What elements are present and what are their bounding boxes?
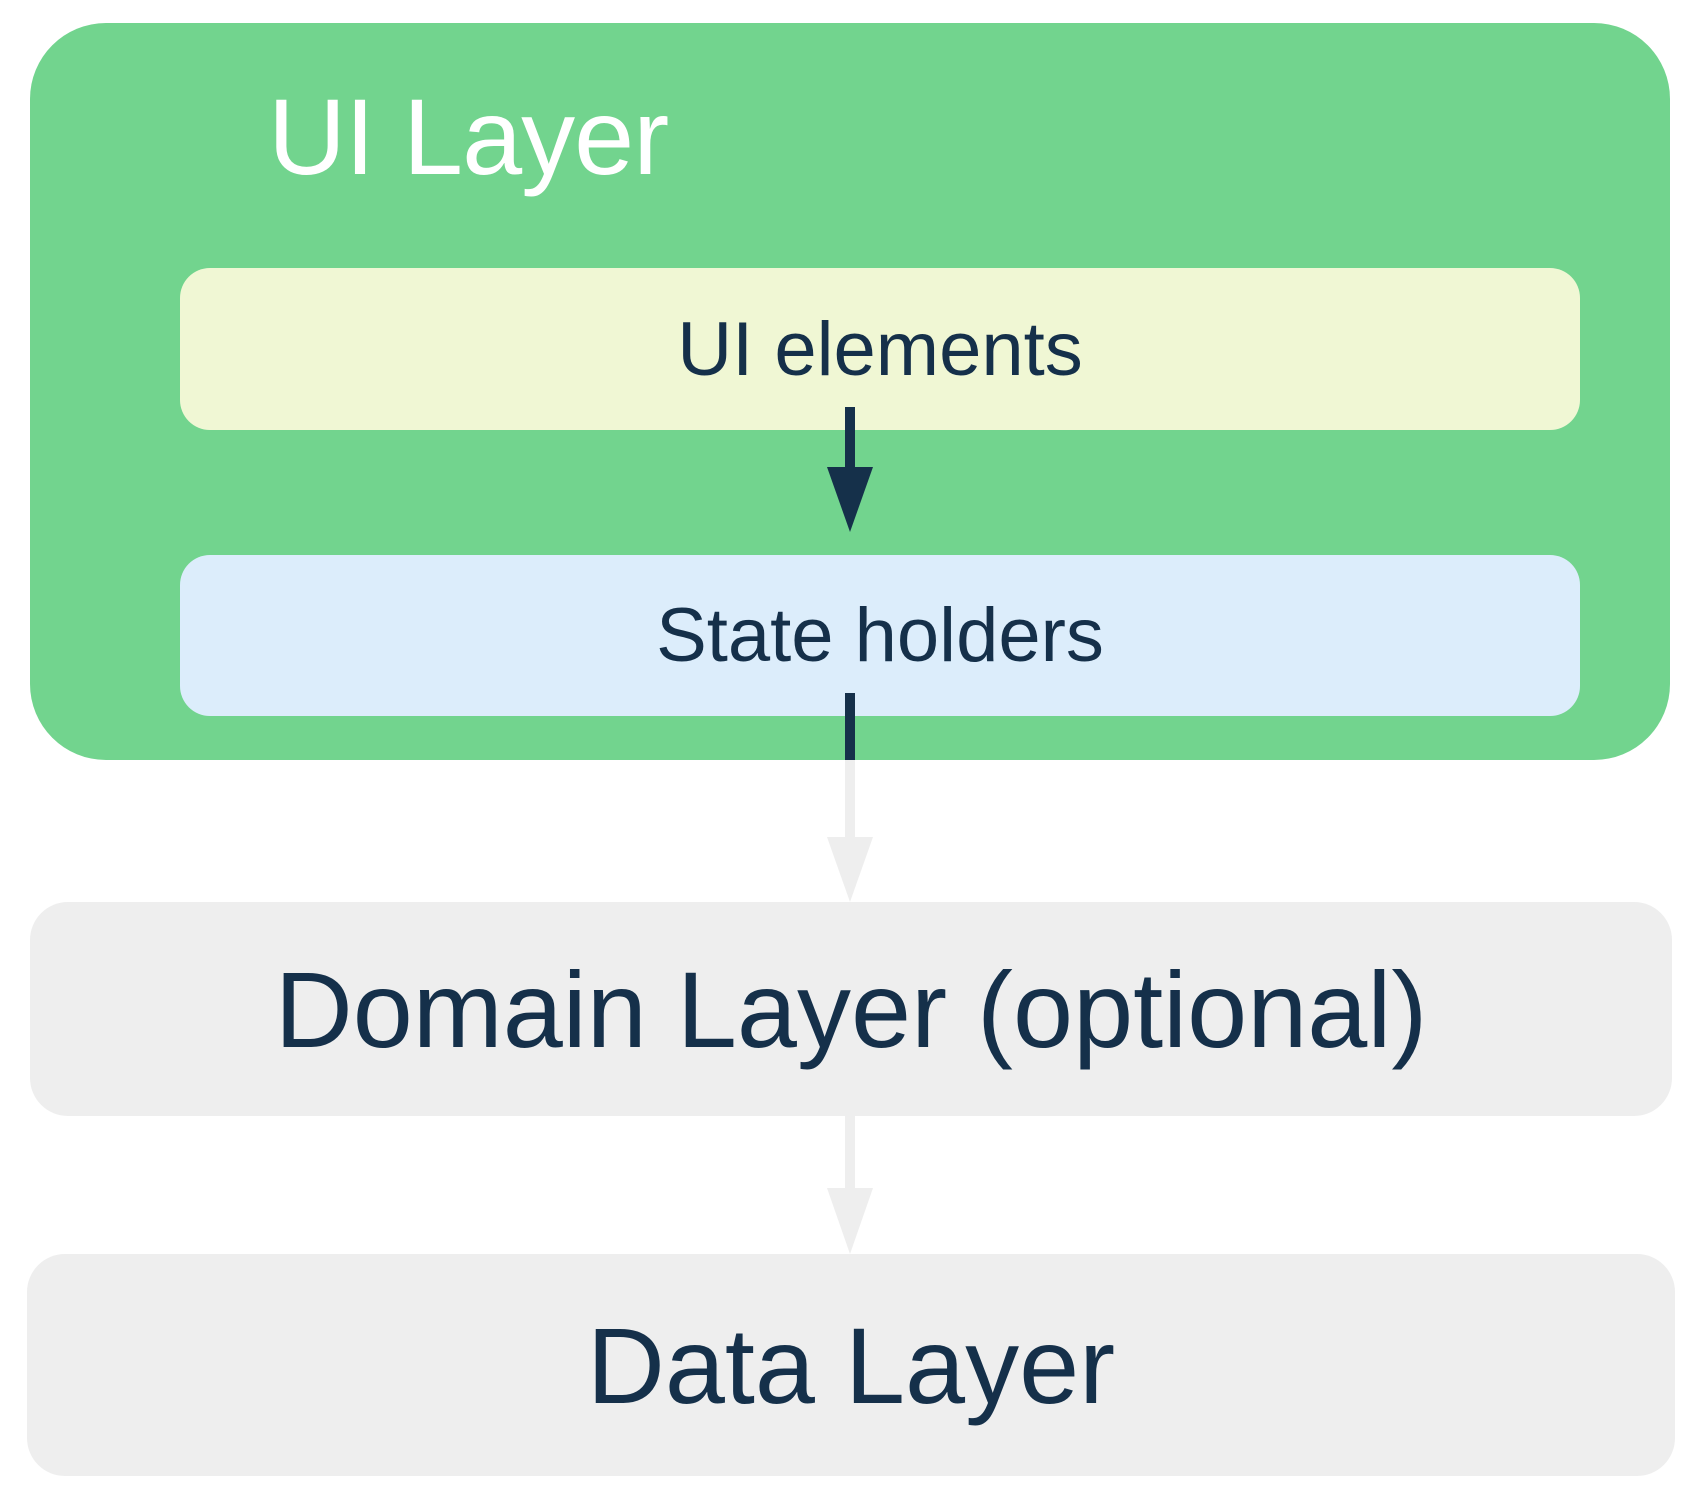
state-holders-label: State holders [656,593,1104,678]
data-layer-box: Data Layer [27,1254,1675,1476]
data-layer-label: Data Layer [586,1304,1116,1426]
state-holders-to-domain-arrowhead [827,837,873,902]
domain-to-data-arrowhead [827,1188,873,1254]
domain-layer-label: Domain Layer (optional) [274,948,1428,1070]
ui-elements-box: UI elements [180,268,1580,430]
ui-layer-title: UI Layer [268,76,669,197]
state-holders-box: State holders [180,555,1580,716]
ui-layer-container: UI Layer UI elements State holders [30,23,1670,760]
domain-layer-box: Domain Layer (optional) [30,902,1672,1116]
ui-elements-label: UI elements [677,306,1083,392]
